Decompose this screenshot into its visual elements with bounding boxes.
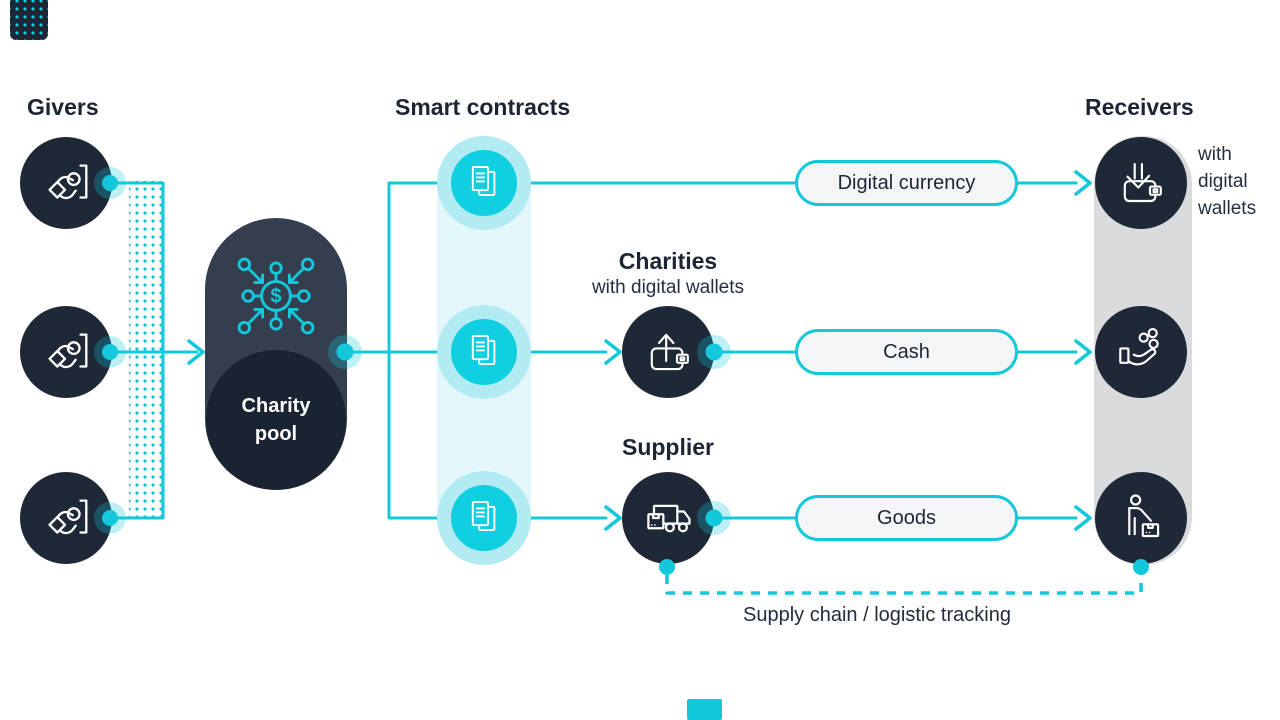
charities-node [622,306,714,398]
person-with-box-icon [1128,494,1160,538]
wallet-down-arrow-icon [1123,163,1162,203]
receivers-note: with digital wallets [1198,144,1257,219]
svg-text:$: $ [270,286,281,308]
arrowhead [187,339,205,365]
charities-heading: Charities [618,248,718,274]
pill-label: Goods [877,506,936,529]
fund-distribution-icon: $ [237,257,315,335]
charity-pool-circle: Charity pool [206,350,346,490]
hand-donating-icon [48,499,88,535]
charity-pool: $ Charity pool [205,218,347,490]
pill-label: Cash [883,340,930,363]
giver-node-1 [20,137,112,229]
arrowhead [604,339,622,365]
contract-document-icon [471,335,496,365]
pill-label: Digital currency [837,171,976,194]
givers-heading: Givers [27,94,99,120]
receiver-node-digital [1095,137,1187,229]
smart-contract-node-2 [437,305,531,399]
hand-coins-icon [1119,327,1159,366]
smart-contract-node-1 [437,136,531,230]
charities-subheading: with digital wallets [591,277,745,298]
bottom-accent-decoration [687,699,722,720]
hand-donating-icon [48,164,88,200]
digital-currency-pill: Digital currency [795,160,1018,206]
contract-document-icon [471,166,496,196]
delivery-truck-icon [647,504,691,533]
arrowhead [604,505,622,531]
wallet-up-arrow-icon [650,333,689,371]
receiver-node-goods [1095,472,1187,564]
corner-dots-decoration [10,0,48,40]
supply-chain-tracking-label: Supply chain / logistic tracking [743,604,1011,626]
giver-node-2 [20,306,112,398]
supplier-heading: Supplier [621,434,714,460]
supply-chain-dashed-path [665,575,1143,595]
charity-pool-label: Charity pool [241,395,311,445]
receivers-heading: Receivers [1085,94,1194,120]
hand-donating-icon [48,333,88,369]
givers-dotted-band [129,181,162,519]
smart-contracts-heading: Smart contracts [395,94,571,120]
cash-pill: Cash [795,329,1018,375]
arrowhead [1074,339,1092,365]
smart-contract-node-3 [437,471,531,565]
goods-pill: Goods [795,495,1018,541]
supplier-node [622,472,714,564]
giver-node-3 [20,472,112,564]
arrowhead [1074,505,1092,531]
receiver-node-cash [1095,306,1187,398]
contract-document-icon [471,501,496,531]
arrowhead [1074,170,1092,196]
